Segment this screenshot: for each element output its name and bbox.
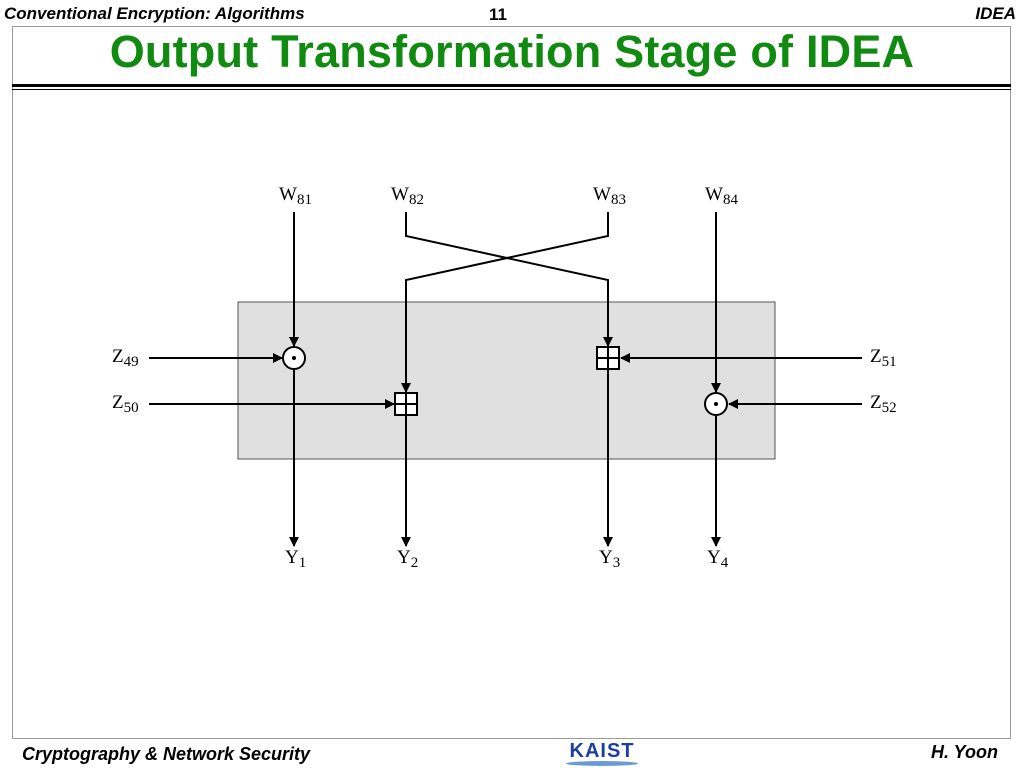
footer-course: Cryptography & Network Security [22,744,311,764]
add-operator-3 [596,346,620,370]
header-course-title: Conventional Encryption: Algorithms [4,4,305,23]
multiply-operator-1 [282,346,306,370]
input-label-w83: W83 [593,184,626,208]
output-label-y4: Y4 [707,547,729,571]
title-rule-thin [12,89,1011,90]
input-label-w84: W84 [705,184,738,208]
key-label-z52: Z52 [870,392,897,416]
title-rule-thick [12,84,1011,87]
kaist-logo: KAIST [562,740,642,768]
kaist-logo-swoosh [566,761,638,766]
input-label-w81: W81 [279,184,312,208]
transformation-box [237,301,776,460]
output-label-y1: Y1 [285,547,306,571]
key-label-z51: Z51 [870,346,897,370]
key-label-z50: Z50 [112,392,139,416]
output-label-y2: Y2 [397,547,418,571]
header-topic: IDEA [975,4,1016,23]
slide-title: Output Transformation Stage of IDEA [109,26,915,77]
key-label-z49: Z49 [112,346,139,370]
slide-frame [12,26,1011,739]
input-label-w82: W82 [391,184,424,208]
page-number: 11 [489,5,507,24]
footer-author: H. Yoon [931,742,998,762]
kaist-logo-text: KAIST [569,740,635,762]
line-w83-cross-to-add2 [401,212,609,393]
output-label-y3: Y3 [599,547,620,571]
multiply-operator-4 [704,392,728,416]
add-operator-2 [394,392,418,416]
